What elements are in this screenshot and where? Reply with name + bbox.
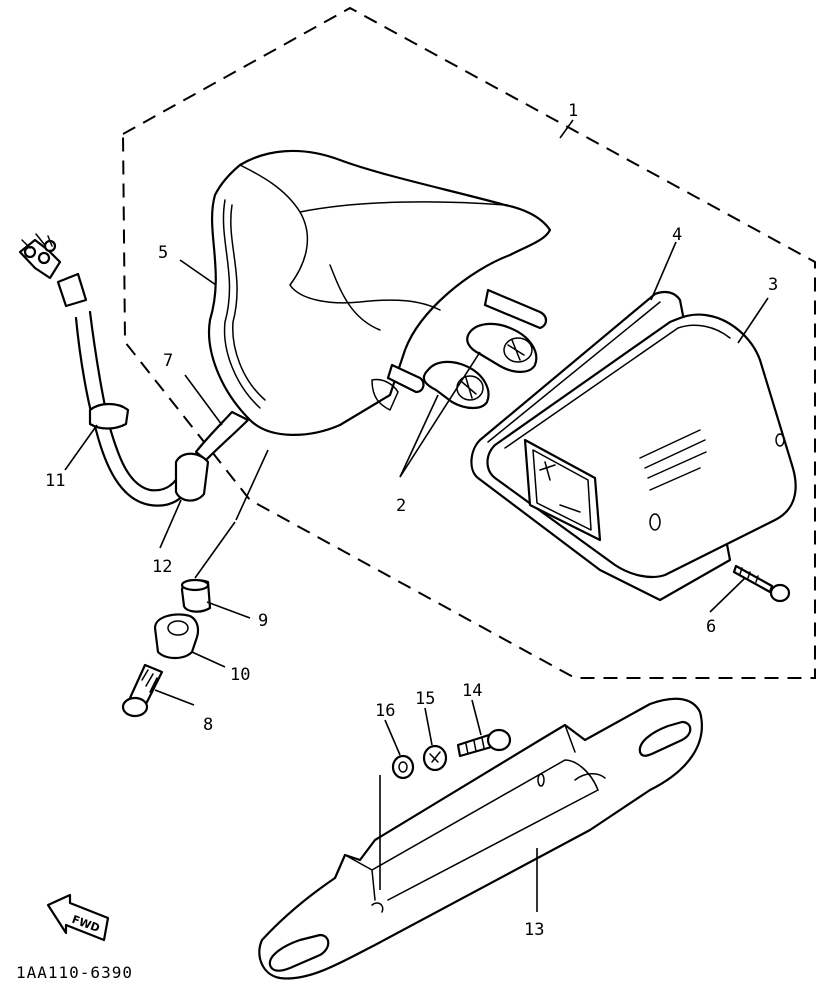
callout-8: 8 xyxy=(203,715,213,735)
tail-light-lens xyxy=(486,313,797,579)
drawing-code: 1AA110-6390 xyxy=(16,963,133,982)
callout-6: 6 xyxy=(706,617,716,637)
washer-16 xyxy=(391,754,415,780)
fwd-arrow-icon: FWD xyxy=(46,893,110,942)
assembly-boundary xyxy=(121,6,816,679)
callout-3: 3 xyxy=(768,275,778,295)
callout-15: 15 xyxy=(415,689,435,709)
callout-labels: 1 2 3 4 5 6 7 8 9 10 11 12 13 14 15 16 xyxy=(45,101,778,940)
callout-11: 11 xyxy=(45,471,65,491)
callout-14: 14 xyxy=(462,681,482,701)
callout-7: 7 xyxy=(163,351,173,371)
callout-13: 13 xyxy=(524,920,544,940)
mounting-bolt xyxy=(121,663,164,718)
bracket-bolt xyxy=(456,728,512,758)
bulb-upper xyxy=(466,322,538,373)
plate-bracket xyxy=(258,697,703,980)
callout-1: 1 xyxy=(568,101,578,121)
callout-12: 12 xyxy=(152,557,172,577)
callout-5: 5 xyxy=(158,243,168,263)
callout-4: 4 xyxy=(672,225,682,245)
callout-9: 9 xyxy=(258,611,268,631)
tail-light-base xyxy=(194,149,552,462)
collar xyxy=(180,578,212,613)
callout-2: 2 xyxy=(396,496,406,516)
callout-16: 16 xyxy=(375,701,395,721)
washer-15 xyxy=(422,744,448,772)
lens-screw xyxy=(732,564,791,603)
wire-harness xyxy=(18,233,210,507)
leader-lines xyxy=(64,119,769,912)
callout-10: 10 xyxy=(230,665,250,685)
bulb-lower xyxy=(422,360,490,410)
grommet xyxy=(153,613,200,660)
